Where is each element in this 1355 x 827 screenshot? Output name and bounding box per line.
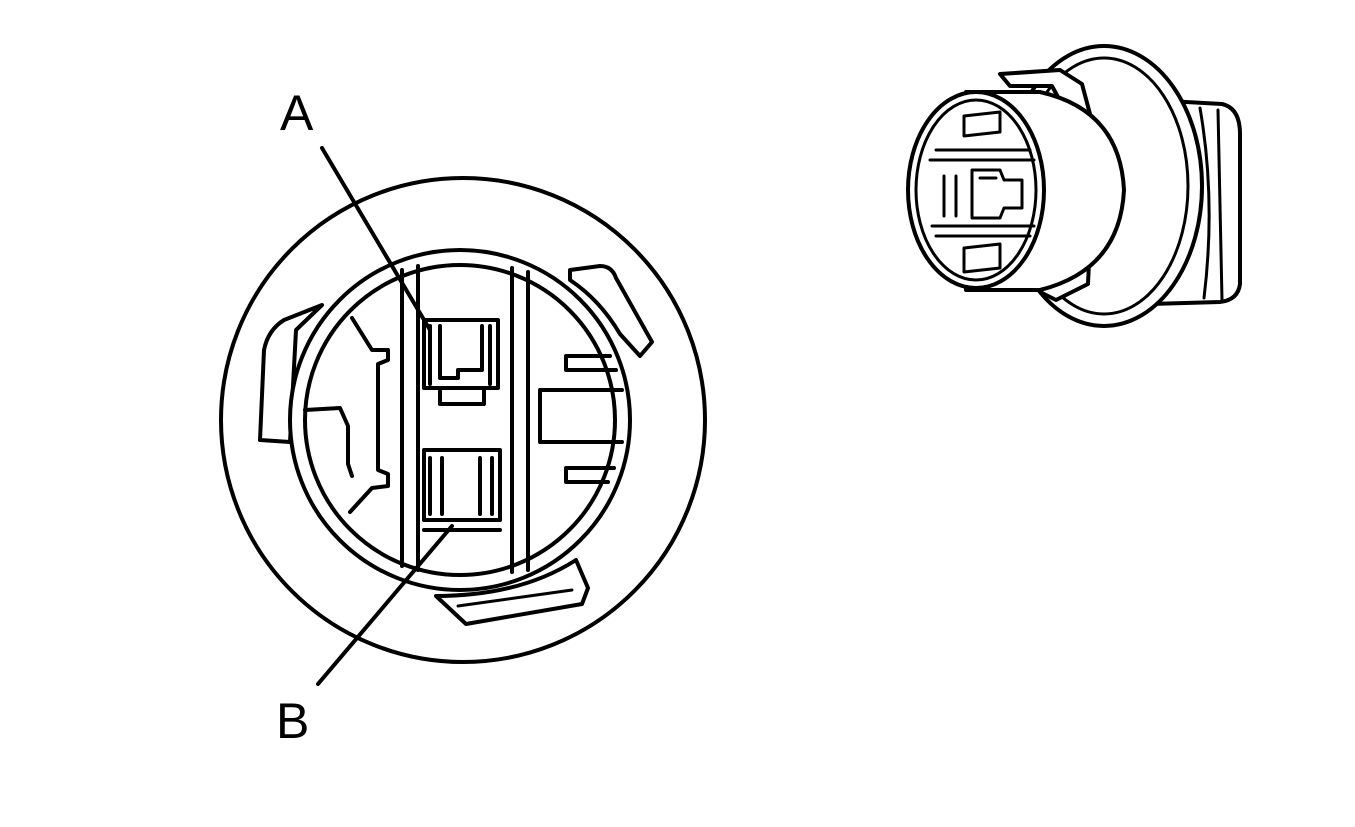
terminal-b (422, 448, 502, 532)
right-locking-tab (568, 264, 654, 358)
socket-isometric-view (906, 44, 1242, 328)
callout-b-leader (316, 524, 454, 686)
left-key-block (348, 316, 390, 514)
bottom-locking-tab (434, 558, 590, 626)
inner-bore-inner (303, 263, 617, 577)
callout-b-label: B (276, 693, 309, 749)
iso-front-face (906, 90, 1046, 290)
callout-a-label: A (280, 85, 314, 141)
inner-bore-outer (288, 248, 632, 592)
terminal-a (422, 318, 500, 406)
socket-front-view: A B (219, 85, 707, 749)
left-locking-tab (258, 303, 324, 444)
callout-a-leader (320, 146, 432, 332)
outer-flange (219, 176, 707, 664)
